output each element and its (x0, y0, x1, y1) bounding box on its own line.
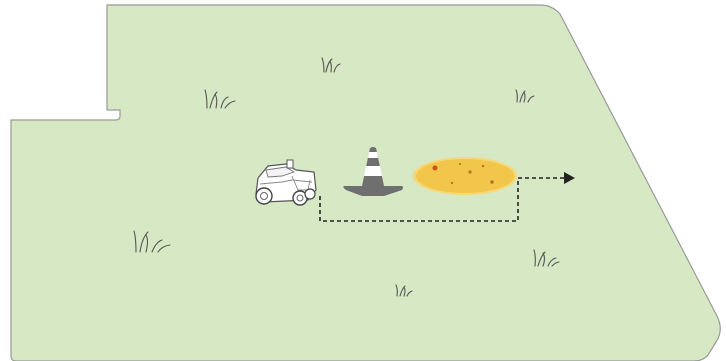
sand-patch (413, 157, 517, 195)
